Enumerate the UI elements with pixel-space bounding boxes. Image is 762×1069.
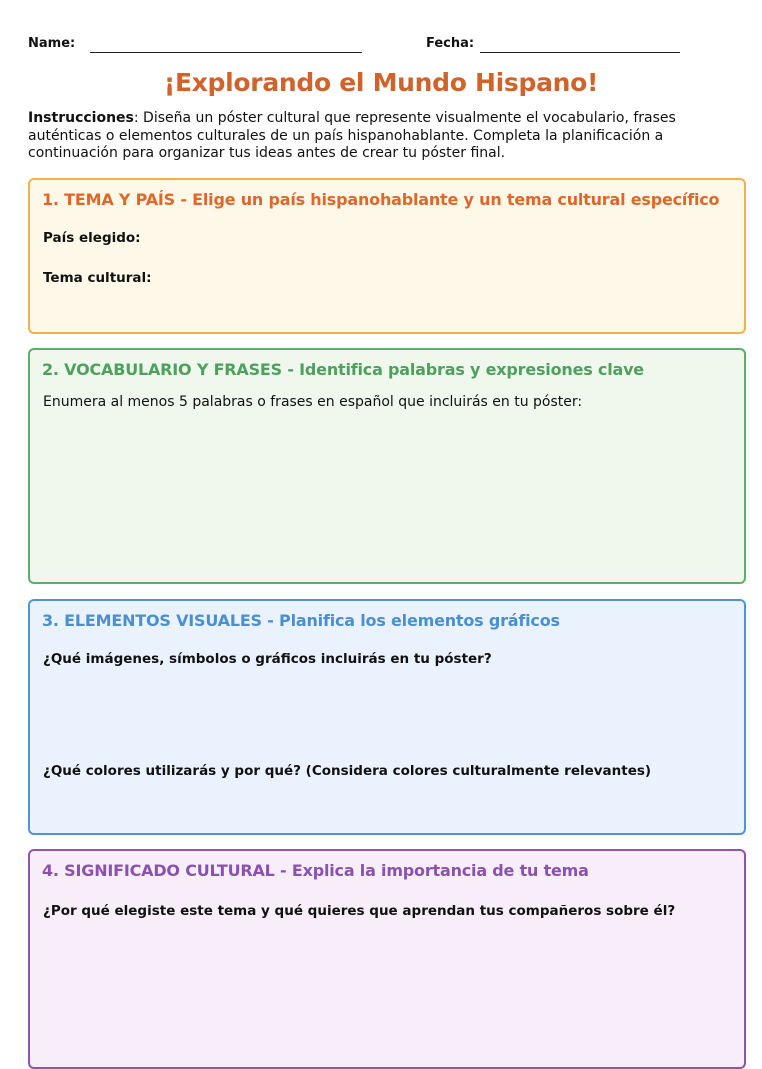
header-row: Name: Fecha: [28,36,734,56]
section-title: 3. ELEMENTOS VISUALES - Planifica los el… [42,611,560,630]
section-title: 2. VOCABULARIO Y FRASES - Identifica pal… [42,360,644,379]
instructions-text: : Diseña un póster cultural que represen… [28,110,676,161]
prompt-vocabulario: Enumera al menos 5 palabras o frases en … [43,394,583,410]
name-label: Name: [28,36,76,51]
page-title: ¡Explorando el Mundo Hispano! [163,68,599,97]
section-vocabulario: 2. VOCABULARIO Y FRASES - Identifica pal… [28,348,746,584]
prompt-colores: ¿Qué colores utilizarás y por qué? (Cons… [43,763,652,779]
date-line[interactable] [480,52,680,53]
section-tema-pais: 1. TEMA Y PAÍS - Elige un país hispanoha… [28,178,746,334]
section-title: 1. TEMA Y PAÍS - Elige un país hispanoha… [42,190,720,209]
prompt-pais-elegido: País elegido: [43,230,141,246]
prompt-imagenes: ¿Qué imágenes, símbolos o gráficos inclu… [43,651,492,667]
name-line[interactable] [90,52,362,53]
section-title: 4. SIGNIFICADO CULTURAL - Explica la imp… [42,861,589,880]
prompt-significado: ¿Por qué elegiste este tema y qué quiere… [43,903,676,919]
section-elementos-visuales: 3. ELEMENTOS VISUALES - Planifica los el… [28,599,746,835]
prompt-tema-cultural: Tema cultural: [43,270,152,286]
section-significado-cultural: 4. SIGNIFICADO CULTURAL - Explica la imp… [28,849,746,1069]
date-label: Fecha: [426,36,475,51]
instructions: Instrucciones: Diseña un póster cultural… [28,110,740,163]
instructions-label: Instrucciones [28,110,134,126]
